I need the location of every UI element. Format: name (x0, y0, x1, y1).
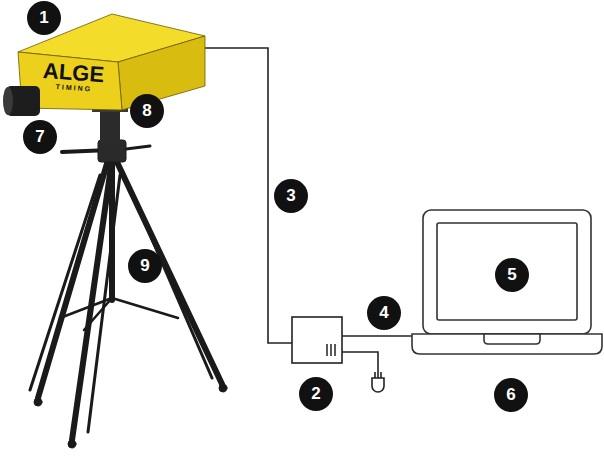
cable (205, 48, 416, 378)
callout-number: 7 (23, 120, 57, 154)
touchpad (484, 334, 540, 344)
callout-number: 5 (495, 258, 529, 292)
interface-box (292, 317, 342, 363)
camera-lens (3, 86, 40, 116)
callout-number: 4 (367, 296, 401, 330)
power-plug (372, 372, 384, 392)
power-cable (342, 352, 378, 378)
callout-number: 1 (27, 1, 61, 35)
callout-number: 2 (299, 377, 333, 411)
laptop-lid (423, 210, 591, 334)
brand-logo: TIMING (56, 83, 93, 93)
callout-number: 9 (128, 249, 162, 283)
callout-number: 8 (130, 94, 164, 128)
callout-number: 6 (494, 378, 528, 412)
camera-back-side (118, 36, 205, 110)
laptop-cable (342, 335, 416, 337)
laptop (412, 210, 602, 354)
callout-number: 3 (274, 179, 308, 213)
laptop-screen (437, 223, 577, 320)
tripod (30, 140, 227, 448)
laptop-base (412, 334, 602, 354)
